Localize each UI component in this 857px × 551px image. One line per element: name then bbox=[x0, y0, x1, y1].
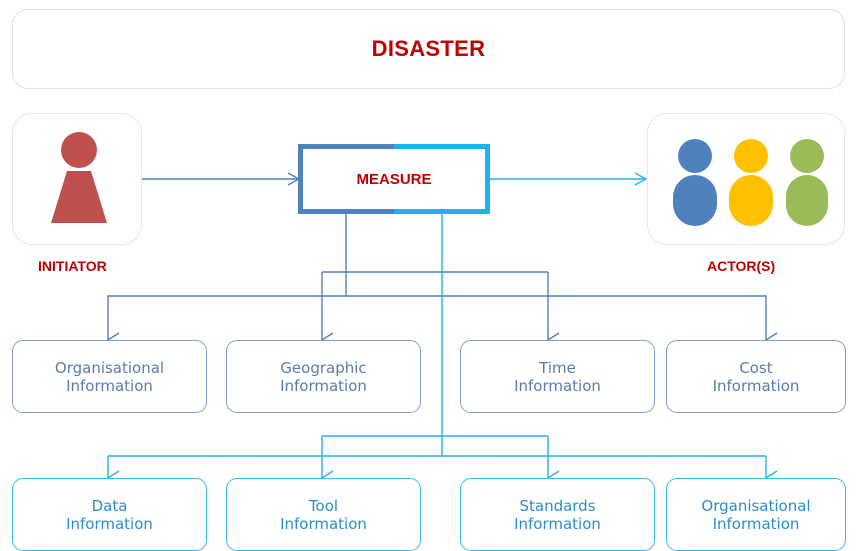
box-label-line1: Tool bbox=[308, 496, 339, 515]
box-label-line1: Time bbox=[539, 358, 576, 377]
box-label-line2: Information bbox=[66, 376, 153, 395]
row2-connector-tree bbox=[106, 214, 778, 486]
initiator-card bbox=[12, 113, 142, 245]
group-of-people-icon bbox=[673, 139, 828, 226]
box-label-line1: Geographic bbox=[280, 358, 367, 377]
box-label-line2: Information bbox=[66, 514, 153, 533]
disaster-title: DISASTER bbox=[12, 9, 845, 89]
initiator-label: INITIATOR bbox=[38, 258, 107, 274]
measure-border bbox=[298, 144, 490, 214]
geographic-information-box[interactable]: Geographic Information bbox=[226, 340, 421, 413]
standards-information-box[interactable]: Standards Information bbox=[460, 478, 655, 551]
row1-connector-tree bbox=[106, 214, 778, 348]
person-icon bbox=[51, 132, 107, 223]
box-label-line1: Data bbox=[91, 496, 128, 515]
organisational-information-box-2[interactable]: Organisational Information bbox=[666, 478, 846, 551]
time-information-box[interactable]: Time Information bbox=[460, 340, 655, 413]
actors-label: ACTOR(S) bbox=[707, 258, 776, 274]
box-label-line2: Information bbox=[280, 514, 367, 533]
data-information-box[interactable]: Data Information bbox=[12, 478, 207, 551]
organisational-information-box[interactable]: Organisational Information bbox=[12, 340, 207, 413]
measure-label: MEASURE bbox=[356, 170, 432, 188]
box-label-line2: Information bbox=[280, 376, 367, 395]
box-label-line2: Information bbox=[514, 376, 601, 395]
box-label-line1: Organisational bbox=[54, 358, 165, 377]
box-label-line2: Information bbox=[514, 514, 601, 533]
box-label-line2: Information bbox=[712, 514, 800, 533]
box-label-line2: Information bbox=[712, 376, 800, 395]
cost-information-box[interactable]: Cost Information bbox=[666, 340, 846, 413]
box-label-line1: Standards bbox=[519, 496, 596, 515]
actors-card bbox=[647, 113, 845, 245]
tool-information-box[interactable]: Tool Information bbox=[226, 478, 421, 551]
measure-box[interactable]: MEASURE bbox=[298, 144, 490, 214]
box-label-line1: Cost bbox=[739, 358, 773, 377]
box-label-line1: Organisational bbox=[701, 496, 811, 515]
